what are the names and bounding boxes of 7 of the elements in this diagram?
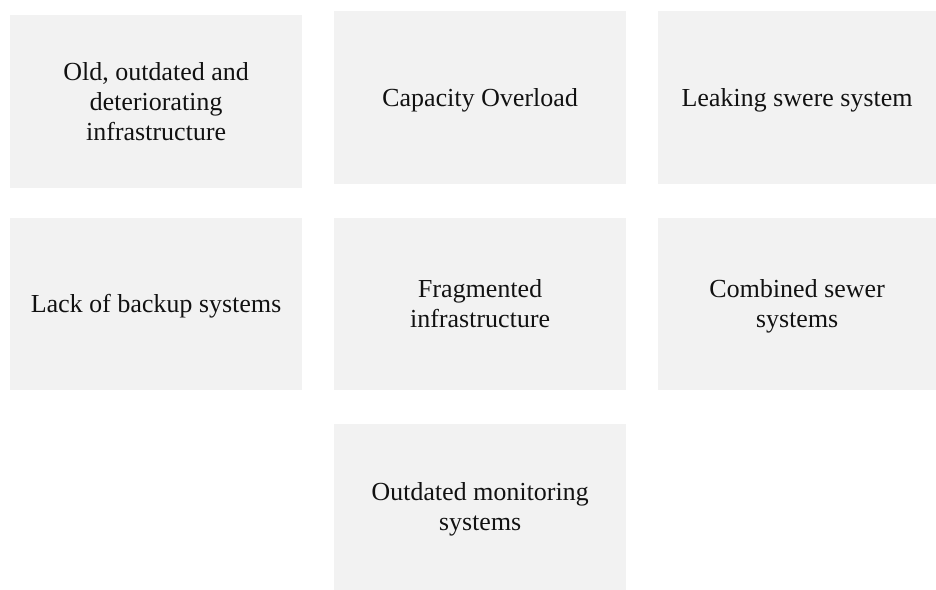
box-label: Lack of backup systems [30,289,282,319]
box-label: Outdated monitoring systems [370,477,590,537]
box-label: Leaking swere system [681,82,913,112]
box-label: Fragmented infrastructure [408,274,552,334]
box-label: Capacity Overload [382,82,578,112]
box-label: Combined sewer systems [708,274,886,334]
box-label: Old, outdated and deteriorating infrastructure [62,56,250,146]
